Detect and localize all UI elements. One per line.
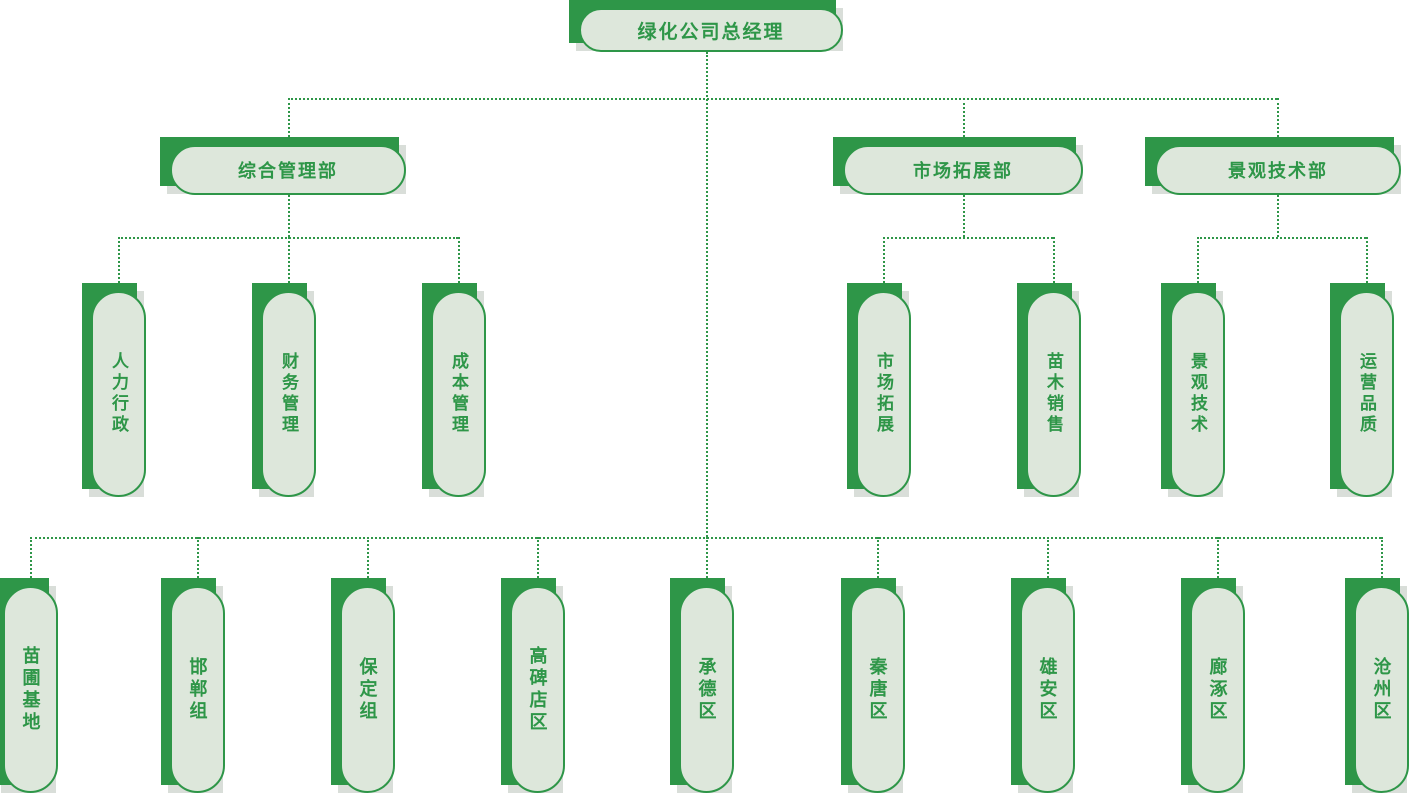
node-label: 廊涿区 [1207,656,1228,723]
node-label: 人力行政 [109,352,128,436]
connector-drop-operation-quality [1366,237,1368,283]
connector-hline-dept-landscape [1197,237,1366,239]
node-pill: 沧州区 [1354,586,1409,793]
connector-drop-region-gaobeidian [537,537,539,578]
connector-drop-hr-admin [118,237,120,283]
org-node-market-expansion: 市场拓展 [847,283,911,497]
node-label: 绿化公司总经理 [637,21,785,43]
node-pill: 廊涿区 [1190,586,1245,793]
org-node-region-handan: 邯郸组 [161,578,225,793]
org-node-region-nursery-base: 苗圃基地 [0,578,58,793]
node-label: 综合管理部 [238,161,338,181]
node-label: 市场拓展部 [913,161,1013,181]
connector-drop-region-chengde [706,537,708,578]
connector-stem-dept-market [963,195,965,237]
org-node-region-langzhuo: 廊涿区 [1181,578,1245,793]
node-pill: 苗圃基地 [3,586,58,793]
node-pill: 成本管理 [431,291,486,497]
node-pill: 邯郸组 [170,586,225,793]
node-pill: 景观技术 [1170,291,1225,497]
connector-drop-market-expansion [883,237,885,283]
org-node-operation-quality: 运营品质 [1330,283,1394,497]
node-label: 景观技术 [1188,352,1207,436]
org-node-region-qintang: 秦唐区 [841,578,905,793]
connector-drop-dept-market [963,98,965,137]
node-pill: 运营品质 [1339,291,1394,497]
node-pill: 市场拓展部 [843,145,1083,195]
node-label: 成本管理 [449,352,468,436]
org-node-region-xiongan: 雄安区 [1011,578,1075,793]
node-pill: 绿化公司总经理 [579,8,843,52]
org-node-region-chengde: 承德区 [670,578,734,793]
connector-drop-seedling-sales [1053,237,1055,283]
connector-stem-dept-landscape [1277,195,1279,237]
connector-drop-region-baoding [367,537,369,578]
node-label: 苗圃基地 [20,645,41,734]
node-label: 市场拓展 [874,352,893,436]
connector-drop-cost [458,237,460,283]
org-node-region-gaobeidian: 高碑店区 [501,578,565,793]
org-node-seedling-sales: 苗木销售 [1017,283,1081,497]
node-pill: 市场拓展 [856,291,911,497]
node-pill: 景观技术部 [1155,145,1401,195]
connector-bottom-hline [30,537,1381,539]
node-label: 运营品质 [1357,352,1376,436]
connector-hline-dept-market [883,237,1053,239]
org-node-hr-admin: 人力行政 [82,283,146,497]
node-label: 财务管理 [279,352,298,436]
node-pill: 财务管理 [261,291,316,497]
node-pill: 苗木销售 [1026,291,1081,497]
node-label: 承德区 [696,656,717,723]
org-node-region-cangzhou: 沧州区 [1345,578,1409,793]
node-pill: 高碑店区 [510,586,565,793]
node-pill: 综合管理部 [170,145,406,195]
org-node-dept-landscape-tech: 景观技术部 [1145,137,1401,195]
node-pill: 秦唐区 [850,586,905,793]
node-pill: 保定组 [340,586,395,793]
org-node-dept-general-management: 综合管理部 [160,137,406,195]
connector-drop-region-cangzhou [1381,537,1383,578]
connector-drop-dept-general [288,98,290,137]
org-node-region-baoding: 保定组 [331,578,395,793]
connector-drop-landscape-tech [1197,237,1199,283]
node-label: 秦唐区 [867,656,888,723]
node-label: 邯郸组 [187,656,208,723]
node-label: 苗木销售 [1044,352,1063,436]
connector-root-spine [706,52,708,537]
connector-drop-region-handan [197,537,199,578]
connector-drop-region-qintang [877,537,879,578]
node-pill: 雄安区 [1020,586,1075,793]
node-label: 保定组 [357,656,378,723]
connector-drop-finance [288,237,290,283]
node-label: 景观技术部 [1228,161,1328,181]
node-label: 沧州区 [1371,656,1392,723]
org-node-landscape-tech: 景观技术 [1161,283,1225,497]
org-node-cost: 成本管理 [422,283,486,497]
node-label: 雄安区 [1037,656,1058,723]
connector-drop-region-nursery [30,537,32,578]
connector-stem-dept-general [288,195,290,237]
node-pill: 承德区 [679,586,734,793]
org-node-dept-market-expansion: 市场拓展部 [833,137,1083,195]
connector-drop-region-xiongan [1047,537,1049,578]
connector-level1-hline [288,98,1277,100]
org-node-finance: 财务管理 [252,283,316,497]
connector-drop-region-langzhuo [1217,537,1219,578]
connector-drop-dept-landscape [1277,98,1279,137]
org-node-root: 绿化公司总经理 [569,0,843,52]
node-pill: 人力行政 [91,291,146,497]
node-label: 高碑店区 [527,645,548,734]
